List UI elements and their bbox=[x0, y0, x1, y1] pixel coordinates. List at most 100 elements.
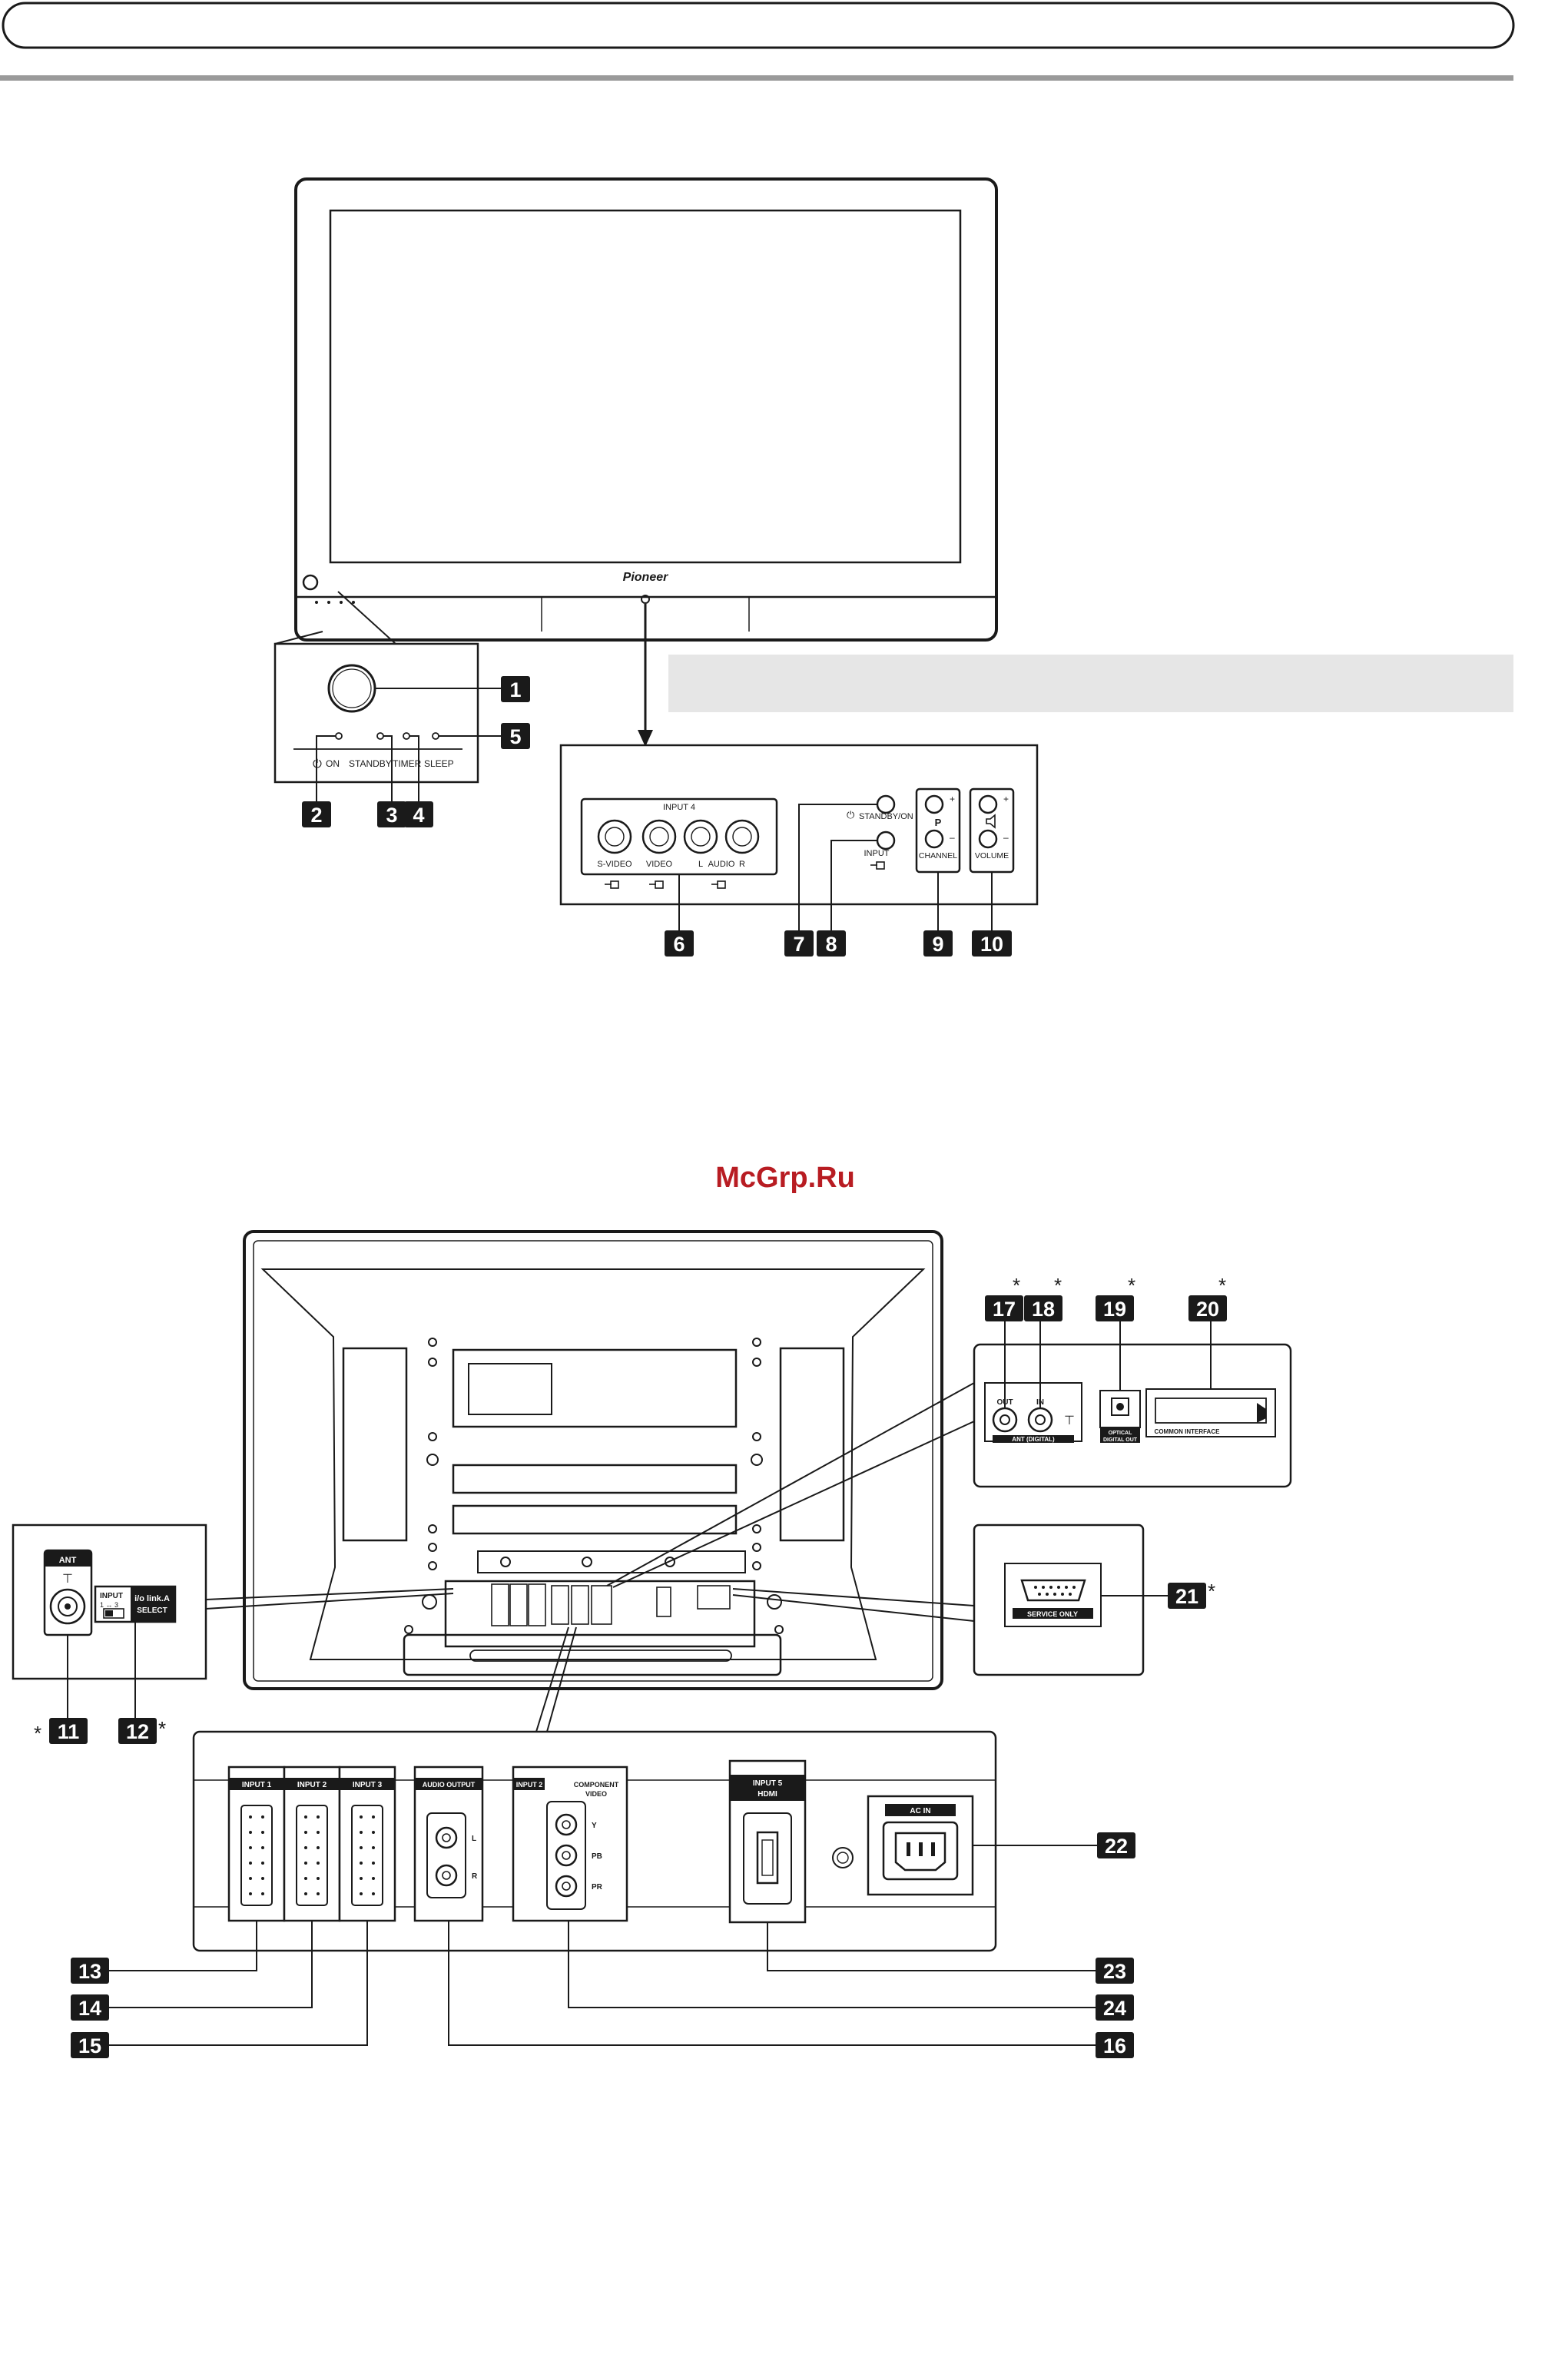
volume-minus: – bbox=[1003, 832, 1009, 843]
callout-3: 3 bbox=[377, 801, 406, 827]
callout-10: 10 bbox=[972, 930, 1012, 957]
svg-text:17: 17 bbox=[993, 1298, 1016, 1321]
ac-in-label: AC IN bbox=[910, 1807, 930, 1815]
optical-port-core bbox=[1116, 1403, 1124, 1411]
scart-group-1: INPUT 1 bbox=[227, 1766, 286, 1922]
speaker-icon bbox=[986, 814, 996, 829]
svg-text:16: 16 bbox=[1103, 2034, 1126, 2057]
volume-up-button bbox=[978, 794, 998, 814]
terminal-screw-inner bbox=[837, 1852, 849, 1864]
optical-label-1: OPTICAL bbox=[1109, 1431, 1132, 1436]
callout-19: 19 bbox=[1096, 1295, 1134, 1321]
svg-text:22: 22 bbox=[1105, 1835, 1128, 1858]
service-zoom: SERVICE ONLY bbox=[973, 1524, 1168, 1676]
rear-screws bbox=[404, 1338, 784, 1634]
callout-24: 24 bbox=[1096, 1994, 1134, 2021]
sleep-led-indicator bbox=[432, 732, 439, 740]
rear-vent-right bbox=[779, 1347, 845, 1542]
terminal-leaders bbox=[109, 1921, 1096, 2046]
audio-output-label: AUDIO OUTPUT bbox=[423, 1781, 476, 1789]
svg-text:3: 3 bbox=[386, 804, 397, 827]
channel-p-label: P bbox=[935, 817, 942, 828]
asterisk-20: * bbox=[1218, 1274, 1226, 1297]
callout-20: 20 bbox=[1188, 1295, 1227, 1321]
led-panel-box bbox=[273, 642, 479, 784]
asterisk-17: * bbox=[1013, 1274, 1020, 1297]
volume-down-button bbox=[978, 829, 998, 849]
ac-in-group: AC IN bbox=[867, 1795, 1097, 1896]
channel-label: CHANNEL bbox=[919, 851, 957, 860]
asterisk-21: * bbox=[1208, 1580, 1215, 1603]
audio-output-header bbox=[416, 1778, 482, 1790]
service-only-label: SERVICE ONLY bbox=[1027, 1610, 1078, 1618]
input-select-sub: 1 ↔ 3 bbox=[100, 1601, 118, 1609]
scart3-socket bbox=[351, 1805, 383, 1906]
common-interface-eject bbox=[1257, 1403, 1266, 1423]
component-pr-pin bbox=[562, 1882, 571, 1891]
callout-12: 12 bbox=[118, 1718, 157, 1744]
ant-link-zoom: ANT ⊤ INPUT 1 ↔ 3 i/o link.A SELECT bbox=[12, 1524, 207, 1718]
tv-front-brand-logo: Pioneer bbox=[623, 571, 668, 584]
callout-14: 14 bbox=[71, 1994, 109, 2021]
digital-ci-leaders bbox=[1004, 1321, 1212, 1408]
callout-11: 11 bbox=[49, 1718, 88, 1744]
channel-minus: – bbox=[950, 832, 955, 843]
component-video-group: INPUT 2 COMPONENT VIDEO Y PB PR bbox=[512, 1766, 628, 1922]
service-port-pins bbox=[1034, 1586, 1076, 1596]
digital-ci-zoom: OUT IN ⊤ ANT (DIGITAL) OPTICAL DIGITAL O… bbox=[973, 1321, 1292, 1488]
led-leaders bbox=[316, 735, 501, 801]
input-button-label: INPUT bbox=[864, 849, 890, 858]
callout-15: 15 bbox=[71, 2032, 109, 2058]
on-led-indicator bbox=[335, 732, 343, 740]
svg-text:18: 18 bbox=[1032, 1298, 1055, 1321]
input-button bbox=[876, 831, 896, 850]
callout-21: 21 bbox=[1168, 1583, 1206, 1609]
io-link-label: i/o link.A bbox=[134, 1594, 170, 1603]
callout-1: 1 bbox=[501, 676, 530, 702]
led-label-timer: TIMER bbox=[393, 758, 422, 769]
io-link-dark bbox=[131, 1587, 174, 1621]
io-link-switch-knob bbox=[105, 1610, 113, 1616]
volume-plus: + bbox=[1003, 794, 1009, 804]
callout-2: 2 bbox=[302, 801, 331, 827]
tv-rear-inner bbox=[253, 1240, 933, 1682]
svg-text:15: 15 bbox=[78, 2034, 101, 2057]
ant-socket-pin bbox=[65, 1603, 71, 1610]
audio-out-r-label: R bbox=[472, 1872, 478, 1881]
asterisks: * * * * * * * bbox=[34, 1274, 1226, 1745]
header-title-box bbox=[2, 2, 1515, 49]
svg-text:4: 4 bbox=[413, 804, 424, 827]
scart-group-3: INPUT 3 bbox=[338, 1766, 396, 1922]
led-label-on: ON bbox=[326, 758, 340, 769]
scart2-header bbox=[285, 1778, 339, 1790]
svg-text:20: 20 bbox=[1196, 1298, 1219, 1321]
callout-13: 13 bbox=[71, 1958, 109, 1984]
scart1-label: INPUT 1 bbox=[242, 1781, 272, 1789]
ant-digital-label: ANT (DIGITAL) bbox=[1012, 1436, 1055, 1443]
tv-rear-view bbox=[243, 1230, 943, 1690]
component-pb-label: PB bbox=[592, 1852, 602, 1861]
bottom-terminal-zoom: INPUT 1 INPUT 2 INPUT 3 AUDIO OUTPUT bbox=[109, 1730, 1097, 2046]
hdmi-label-2: HDMI bbox=[757, 1790, 777, 1799]
audio-out-r-pin bbox=[442, 1871, 451, 1880]
svg-text:9: 9 bbox=[932, 933, 943, 956]
hdmi-port bbox=[756, 1831, 779, 1885]
side-panel-leaders bbox=[678, 804, 993, 930]
scart3-label: INPUT 3 bbox=[353, 1781, 383, 1789]
audio-out-l-pin bbox=[442, 1833, 451, 1842]
tv-rear-body bbox=[243, 1230, 943, 1690]
callout-4: 4 bbox=[404, 801, 433, 827]
page-header bbox=[0, 2, 1515, 81]
tv-front-view: Pioneer bbox=[294, 177, 998, 642]
tv-front-power-icon bbox=[302, 574, 319, 591]
rear-panel-top bbox=[452, 1348, 738, 1428]
svideo-label: S-VIDEO bbox=[597, 860, 632, 869]
callout-8: 8 bbox=[817, 930, 846, 957]
callout-9: 9 bbox=[923, 930, 953, 957]
svg-text:7: 7 bbox=[793, 933, 804, 956]
scart-pins bbox=[249, 1815, 375, 1895]
scart2-socket bbox=[296, 1805, 328, 1906]
input-arrow-icons bbox=[605, 880, 726, 889]
input4-sockets bbox=[597, 819, 760, 854]
audio-output-group: AUDIO OUTPUT L R bbox=[413, 1766, 484, 1922]
